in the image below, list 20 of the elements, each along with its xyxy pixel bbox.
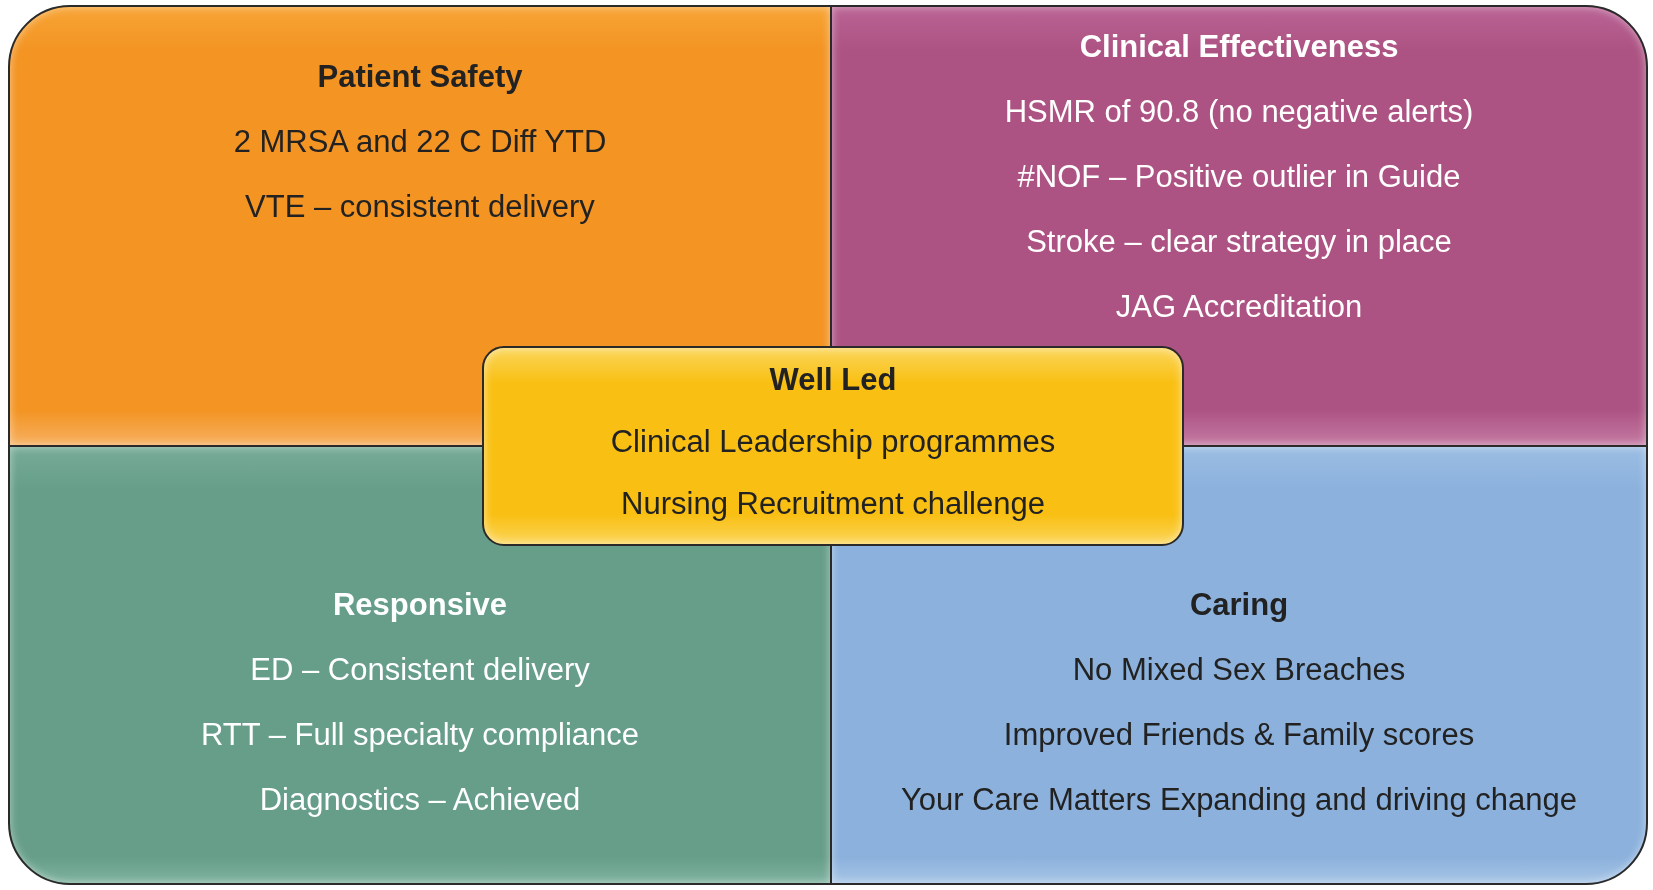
- panel-heading: Well Led: [769, 362, 897, 398]
- panel-item: Clinical Leadership programmes: [610, 424, 1056, 460]
- panel-heading: Responsive: [333, 587, 507, 623]
- panel-item: Improved Friends & Family scores: [1003, 717, 1475, 753]
- panel-item: RTT – Full specialty compliance: [200, 717, 640, 753]
- panel-item: VTE – consistent delivery: [245, 189, 595, 225]
- center-panel: [482, 346, 1184, 546]
- panel-item: ED – Consistent delivery: [250, 652, 590, 688]
- panel-item: Your Care Matters Expanding and driving change: [900, 782, 1578, 818]
- panel-item: No Mixed Sex Breaches: [1072, 652, 1406, 688]
- panel-item: HSMR of 90.8 (no negative alerts): [1004, 94, 1474, 130]
- panel-heading: Patient Safety: [317, 59, 523, 95]
- panel-item: Nursing Recruitment challenge: [621, 486, 1045, 522]
- panel-item: Diagnostics – Achieved: [259, 782, 581, 818]
- panel-item: 2 MRSA and 22 C Diff YTD: [233, 124, 607, 160]
- panel-item: Stroke – clear strategy in place: [1026, 224, 1452, 260]
- panel-item: JAG Accreditation: [1115, 289, 1363, 325]
- panel-item: #NOF – Positive outlier in Guide: [1017, 159, 1461, 195]
- panel-heading: Clinical Effectiveness: [1079, 29, 1399, 65]
- panel-heading: Caring: [1189, 587, 1289, 623]
